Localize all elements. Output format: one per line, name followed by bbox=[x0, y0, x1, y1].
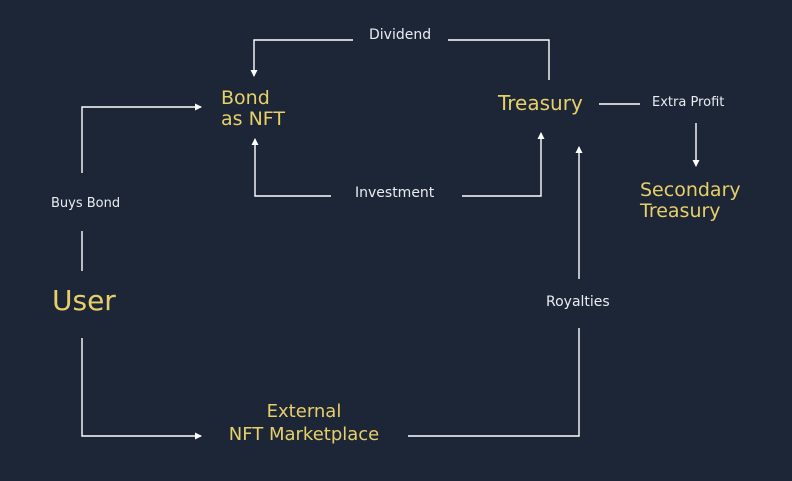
treasury-node: Treasury bbox=[498, 92, 583, 114]
secondary-treasury-node: Secondary Treasury bbox=[640, 180, 741, 222]
user-node: User bbox=[52, 284, 116, 317]
marketplace-node: External NFT Marketplace bbox=[226, 402, 382, 445]
investment-label: Investment bbox=[355, 185, 435, 201]
bond-nft-node: Bond as NFT bbox=[221, 88, 285, 130]
user-marketplace-connector bbox=[81, 338, 202, 440]
bond-node-line2: as NFT bbox=[221, 107, 285, 130]
royalties-connector-lower bbox=[408, 328, 580, 437]
investment-connector-right bbox=[462, 132, 545, 197]
investment-connector-left bbox=[251, 138, 331, 197]
extra-profit-label: Extra Profit bbox=[652, 95, 725, 110]
user-node-label: User bbox=[52, 284, 116, 317]
bond-node-line1: Bond bbox=[221, 87, 270, 109]
secondary-treasury-line1: Secondary bbox=[640, 179, 741, 201]
marketplace-node-line1: External bbox=[266, 401, 342, 422]
treasury-node-label: Treasury bbox=[498, 91, 583, 115]
buys-bond-connector-upper bbox=[81, 103, 202, 173]
royalties-label: Royalties bbox=[546, 294, 610, 310]
secondary-treasury-line2: Treasury bbox=[640, 199, 721, 222]
dividend-connector-left bbox=[250, 39, 353, 77]
dividend-label: Dividend bbox=[369, 27, 432, 43]
buys-bond-label: Buys Bond bbox=[51, 196, 121, 211]
dividend-connector-right bbox=[448, 39, 550, 80]
marketplace-node-line2: NFT Marketplace bbox=[228, 423, 380, 445]
